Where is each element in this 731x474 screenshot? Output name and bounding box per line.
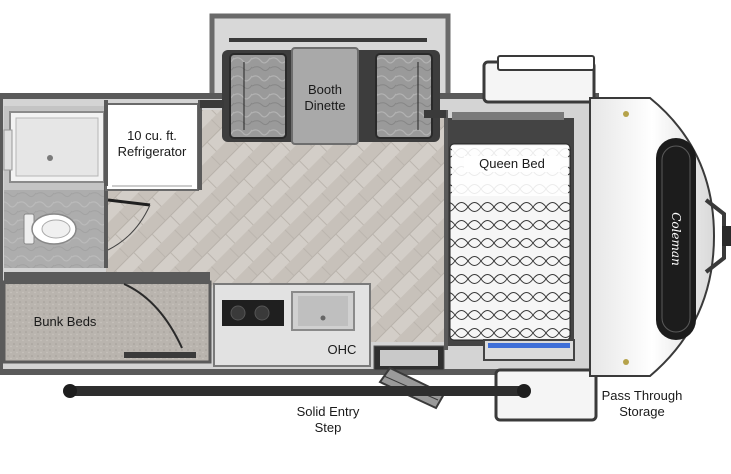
label-bunk-beds: Bunk Beds [33, 314, 97, 329]
dinette-table [291, 47, 359, 145]
toilet [23, 213, 77, 245]
label-booth-dinette: Booth Dinette [285, 82, 365, 114]
entry-step [373, 345, 446, 410]
label-solid-entry-step: Solid Entry Step [280, 404, 376, 436]
kitchen-counter [213, 283, 371, 367]
label-pass-through-storage: Pass Through Storage [590, 388, 694, 420]
bathroom [3, 106, 108, 268]
axle-rail [64, 386, 530, 396]
bath-door [107, 198, 151, 207]
label-queen-bed: Queen Bed [464, 156, 560, 172]
booth-dinette [222, 47, 440, 145]
refrigerator [105, 103, 199, 191]
label-storage-line2: Storage [619, 404, 665, 419]
label-storage-line1: Pass Through [601, 388, 683, 403]
label-refrigerator: 10 cu. ft. Refrigerator [104, 128, 200, 160]
bed-step-accent [488, 343, 570, 348]
label-step-line1: Solid Entry [296, 404, 360, 419]
queen-bed [446, 112, 575, 361]
coleman-logo-text: Coleman [669, 212, 683, 266]
coleman-badge [656, 138, 696, 340]
label-booth-line2: Dinette [304, 98, 346, 113]
bunk-beds [2, 272, 212, 364]
nose-cap [589, 97, 731, 377]
label-step-line2: Step [314, 420, 342, 435]
bathroom-sink [3, 129, 13, 171]
label-ohc: OHC [327, 342, 357, 357]
label-booth-line1: Booth [308, 82, 342, 97]
label-fridge-line2: Refrigerator [117, 144, 187, 159]
label-fridge-line1: 10 cu. ft. [127, 128, 177, 143]
